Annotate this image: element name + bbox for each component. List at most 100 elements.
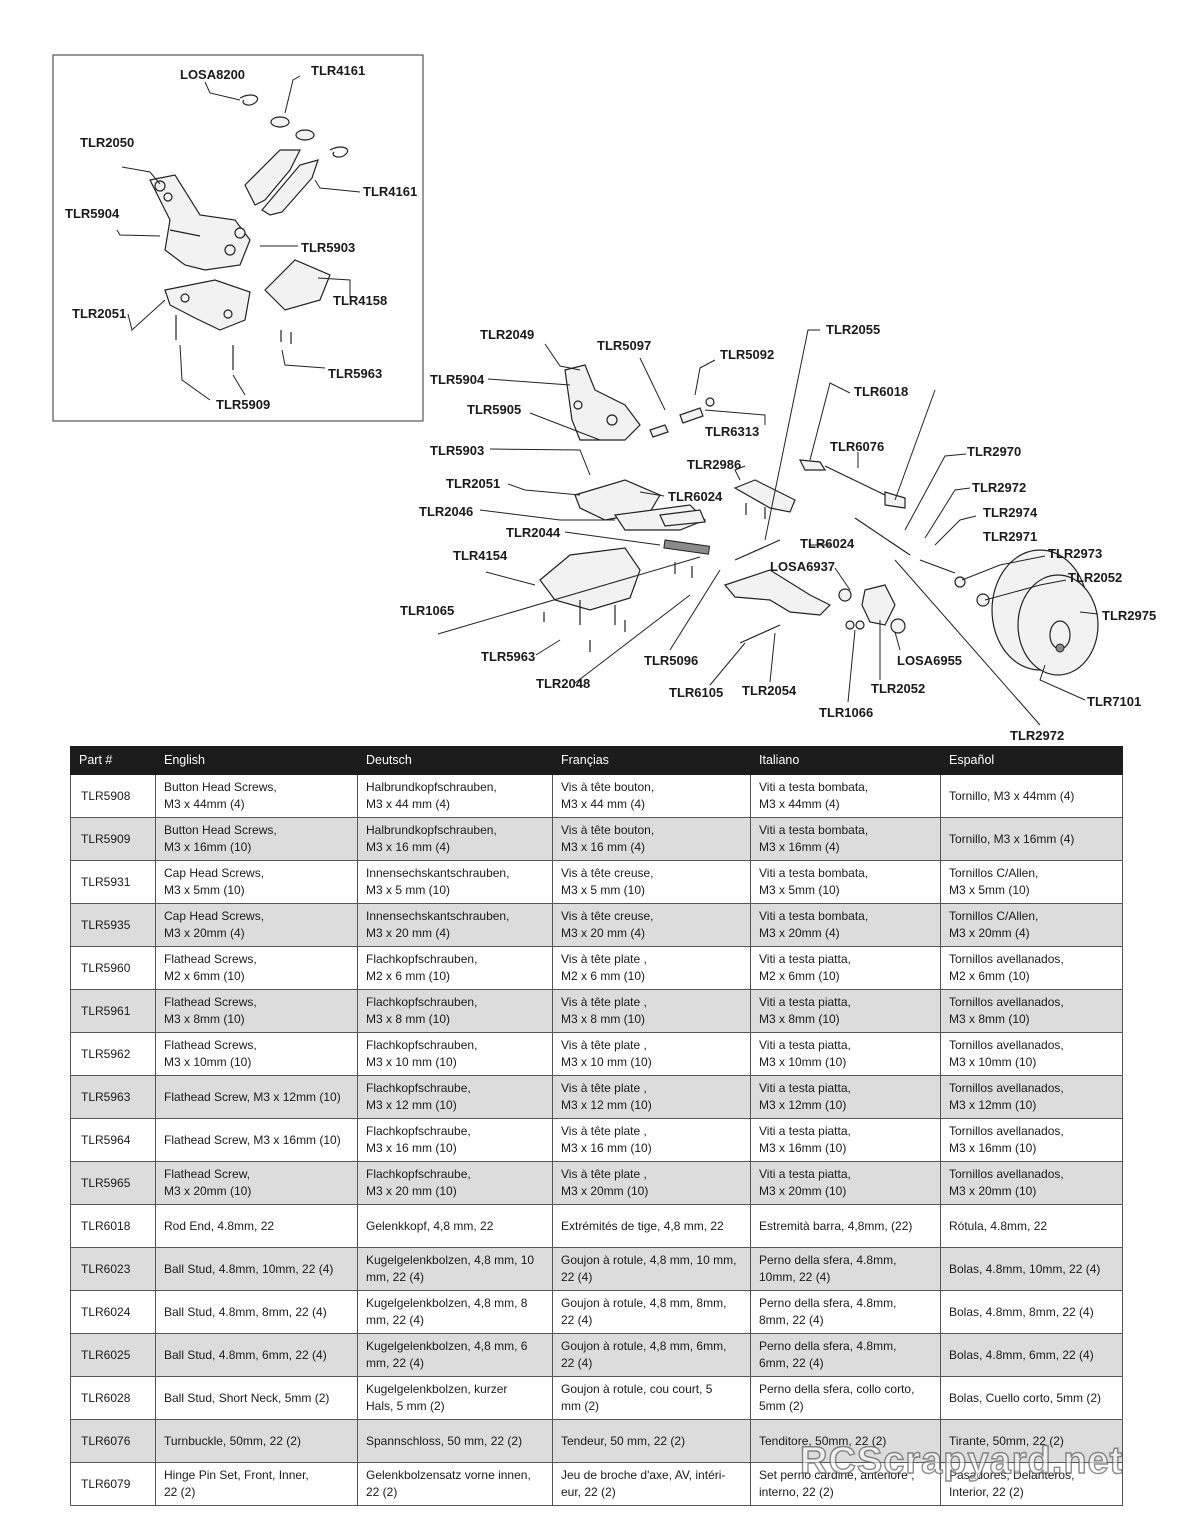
cell-italiano: Viti a testa piatta, M3 x 12mm (10) bbox=[750, 1075, 941, 1119]
cell-francais: Goujon à rotule, 4,8 mm, 6mm, 22 (4) bbox=[552, 1333, 751, 1377]
cell-italiano: Viti a testa piatta, M3 x 10mm (10) bbox=[750, 1032, 941, 1076]
cell-espanol: Tornillos avellanados, M3 x 16mm (10) bbox=[940, 1118, 1123, 1162]
cell-english: Cap Head Screws, M3 x 20mm (4) bbox=[155, 903, 358, 947]
label-tlr4154: TLR4154 bbox=[453, 548, 508, 563]
cell-deutsch: Halbrundkopfschrauben, M3 x 44 mm (4) bbox=[357, 774, 553, 818]
cell-part-number: TLR6024 bbox=[70, 1290, 156, 1334]
cell-espanol: Tornillos C/Allen, M3 x 5mm (10) bbox=[940, 860, 1123, 904]
cell-part-number: TLR5964 bbox=[70, 1118, 156, 1162]
cell-francais: Vis à tête plate , M3 x 8 mm (10) bbox=[552, 989, 751, 1033]
header-italiano: Italiano bbox=[750, 746, 941, 775]
label-losa8200: LOSA8200 bbox=[180, 67, 245, 82]
cell-deutsch: Gelenkkopf, 4,8 mm, 22 bbox=[357, 1204, 553, 1248]
cell-italiano: Viti a testa bombata, M3 x 5mm (10) bbox=[750, 860, 941, 904]
label-tlr4161-top: TLR4161 bbox=[311, 63, 365, 78]
label-tlr6105: TLR6105 bbox=[669, 685, 723, 700]
main-labels: TLR2055 TLR2049 TLR5097 TLR5092 TLR6018 … bbox=[400, 322, 1156, 743]
cell-english: Button Head Screws, M3 x 44mm (4) bbox=[155, 774, 358, 818]
cell-part-number: TLR5965 bbox=[70, 1161, 156, 1205]
header-english: English bbox=[155, 746, 358, 775]
cell-part-number: TLR5961 bbox=[70, 989, 156, 1033]
cell-italiano: Perno della sfera, 4.8mm, 6mm, 22 (4) bbox=[750, 1333, 941, 1377]
cell-espanol: Tornillos avellanados, M3 x 20mm (10) bbox=[940, 1161, 1123, 1205]
label-tlr6024-right: TLR6024 bbox=[800, 536, 855, 551]
cell-deutsch: Kugelgelenkbolzen, 4,8 mm, 10 mm, 22 (4) bbox=[357, 1247, 553, 1291]
cell-part-number: TLR5908 bbox=[70, 774, 156, 818]
cell-english: Flathead Screws, M3 x 10mm (10) bbox=[155, 1032, 358, 1076]
main-drawing bbox=[539, 364, 1099, 676]
cell-part-number: TLR5962 bbox=[70, 1032, 156, 1076]
cell-francais: Tendeur, 50 mm, 22 (2) bbox=[552, 1419, 751, 1463]
label-tlr2052-bottom: TLR2052 bbox=[871, 681, 925, 696]
parts-table: Part # English Deutsch Françias Italiano… bbox=[70, 746, 1123, 1506]
cell-deutsch: Innensechskantschrauben, M3 x 5 mm (10) bbox=[357, 860, 553, 904]
table-header-row: Part # English Deutsch Françias Italiano… bbox=[70, 746, 1123, 775]
label-tlr2972-bottom: TLR2972 bbox=[1010, 728, 1064, 743]
cell-english: Flathead Screw, M3 x 20mm (10) bbox=[155, 1161, 358, 1205]
header-part-number: Part # bbox=[70, 746, 156, 775]
cell-francais: Vis à tête creuse, M3 x 20 mm (4) bbox=[552, 903, 751, 947]
cell-francais: Vis à tête plate , M2 x 6 mm (10) bbox=[552, 946, 751, 990]
cell-francais: Goujon à rotule, 4,8 mm, 8mm, 22 (4) bbox=[552, 1290, 751, 1334]
cell-part-number: TLR6028 bbox=[70, 1376, 156, 1420]
cell-part-number: TLR6018 bbox=[70, 1204, 156, 1248]
cell-espanol: Tornillos avellanados, M2 x 6mm (10) bbox=[940, 946, 1123, 990]
cell-deutsch: Flachkopfschrauben, M3 x 10 mm (10) bbox=[357, 1032, 553, 1076]
cell-part-number: TLR6023 bbox=[70, 1247, 156, 1291]
cell-francais: Vis à tête plate , M3 x 12 mm (10) bbox=[552, 1075, 751, 1119]
label-tlr5903: TLR5903 bbox=[430, 443, 484, 458]
cell-deutsch: Kugelgelenkbolzen, 4,8 mm, 6 mm, 22 (4) bbox=[357, 1333, 553, 1377]
label-tlr6018: TLR6018 bbox=[854, 384, 908, 399]
label-tlr4161: TLR4161 bbox=[363, 184, 417, 199]
cell-italiano: Viti a testa bombata, M3 x 44mm (4) bbox=[750, 774, 941, 818]
label-tlr2974: TLR2974 bbox=[983, 505, 1038, 520]
cell-francais: Vis à tête plate , M3 x 10 mm (10) bbox=[552, 1032, 751, 1076]
cell-francais: Vis à tête bouton, M3 x 16 mm (4) bbox=[552, 817, 751, 861]
header-espanol: Español bbox=[940, 746, 1123, 775]
cell-italiano: Tenditore, 50mm, 22 (2) bbox=[750, 1419, 941, 1463]
cell-english: Turnbuckle, 50mm, 22 (2) bbox=[155, 1419, 358, 1463]
label-losa6955: LOSA6955 bbox=[897, 653, 962, 668]
label-tlr2986: TLR2986 bbox=[687, 457, 741, 472]
cell-francais: Goujon à rotule, 4,8 mm, 10 mm, 22 (4) bbox=[552, 1247, 751, 1291]
label-tlr5097: TLR5097 bbox=[597, 338, 651, 353]
cell-part-number: TLR6025 bbox=[70, 1333, 156, 1377]
label-tlr5092: TLR5092 bbox=[720, 347, 774, 362]
cell-deutsch: Kugelgelenkbolzen, 4,8 mm, 8 mm, 22 (4) bbox=[357, 1290, 553, 1334]
cell-espanol: Bolas, Cuello corto, 5mm (2) bbox=[940, 1376, 1123, 1420]
cell-espanol: Tornillo, M3 x 44mm (4) bbox=[940, 774, 1123, 818]
label-tlr2044: TLR2044 bbox=[506, 525, 561, 540]
label-tlr2970: TLR2970 bbox=[967, 444, 1021, 459]
cell-english: Cap Head Screws, M3 x 5mm (10) bbox=[155, 860, 358, 904]
label-tlr5909: TLR5909 bbox=[216, 397, 270, 412]
cell-espanol: Tornillos avellanados, M3 x 8mm (10) bbox=[940, 989, 1123, 1033]
cell-espanol: Bolas, 4.8mm, 6mm, 22 (4) bbox=[940, 1333, 1123, 1377]
cell-english: Ball Stud, 4.8mm, 10mm, 22 (4) bbox=[155, 1247, 358, 1291]
cell-deutsch: Flachkopfschraube, M3 x 20 mm (10) bbox=[357, 1161, 553, 1205]
label-tlr5903-inset: TLR5903 bbox=[301, 240, 355, 255]
cell-english: Flathead Screw, M3 x 16mm (10) bbox=[155, 1118, 358, 1162]
cell-english: Flathead Screws, M3 x 8mm (10) bbox=[155, 989, 358, 1033]
label-tlr2052-top: TLR2052 bbox=[1068, 570, 1122, 585]
cell-espanol: Tirante, 50mm, 22 (2) bbox=[940, 1419, 1123, 1463]
cell-part-number: TLR5931 bbox=[70, 860, 156, 904]
cell-espanol: Tornillos C/Allen, M3 x 20mm (4) bbox=[940, 903, 1123, 947]
label-tlr1065: TLR1065 bbox=[400, 603, 454, 618]
cell-deutsch: Innensechskantschrauben, M3 x 20 mm (4) bbox=[357, 903, 553, 947]
cell-deutsch: Flachkopfschraube, M3 x 12 mm (10) bbox=[357, 1075, 553, 1119]
label-tlr2054: TLR2054 bbox=[742, 683, 797, 698]
inset-drawing bbox=[149, 94, 349, 370]
cell-francais: Goujon à rotule, cou court, 5 mm (2) bbox=[552, 1376, 751, 1420]
label-tlr5096: TLR5096 bbox=[644, 653, 698, 668]
label-tlr5963: TLR5963 bbox=[481, 649, 535, 664]
